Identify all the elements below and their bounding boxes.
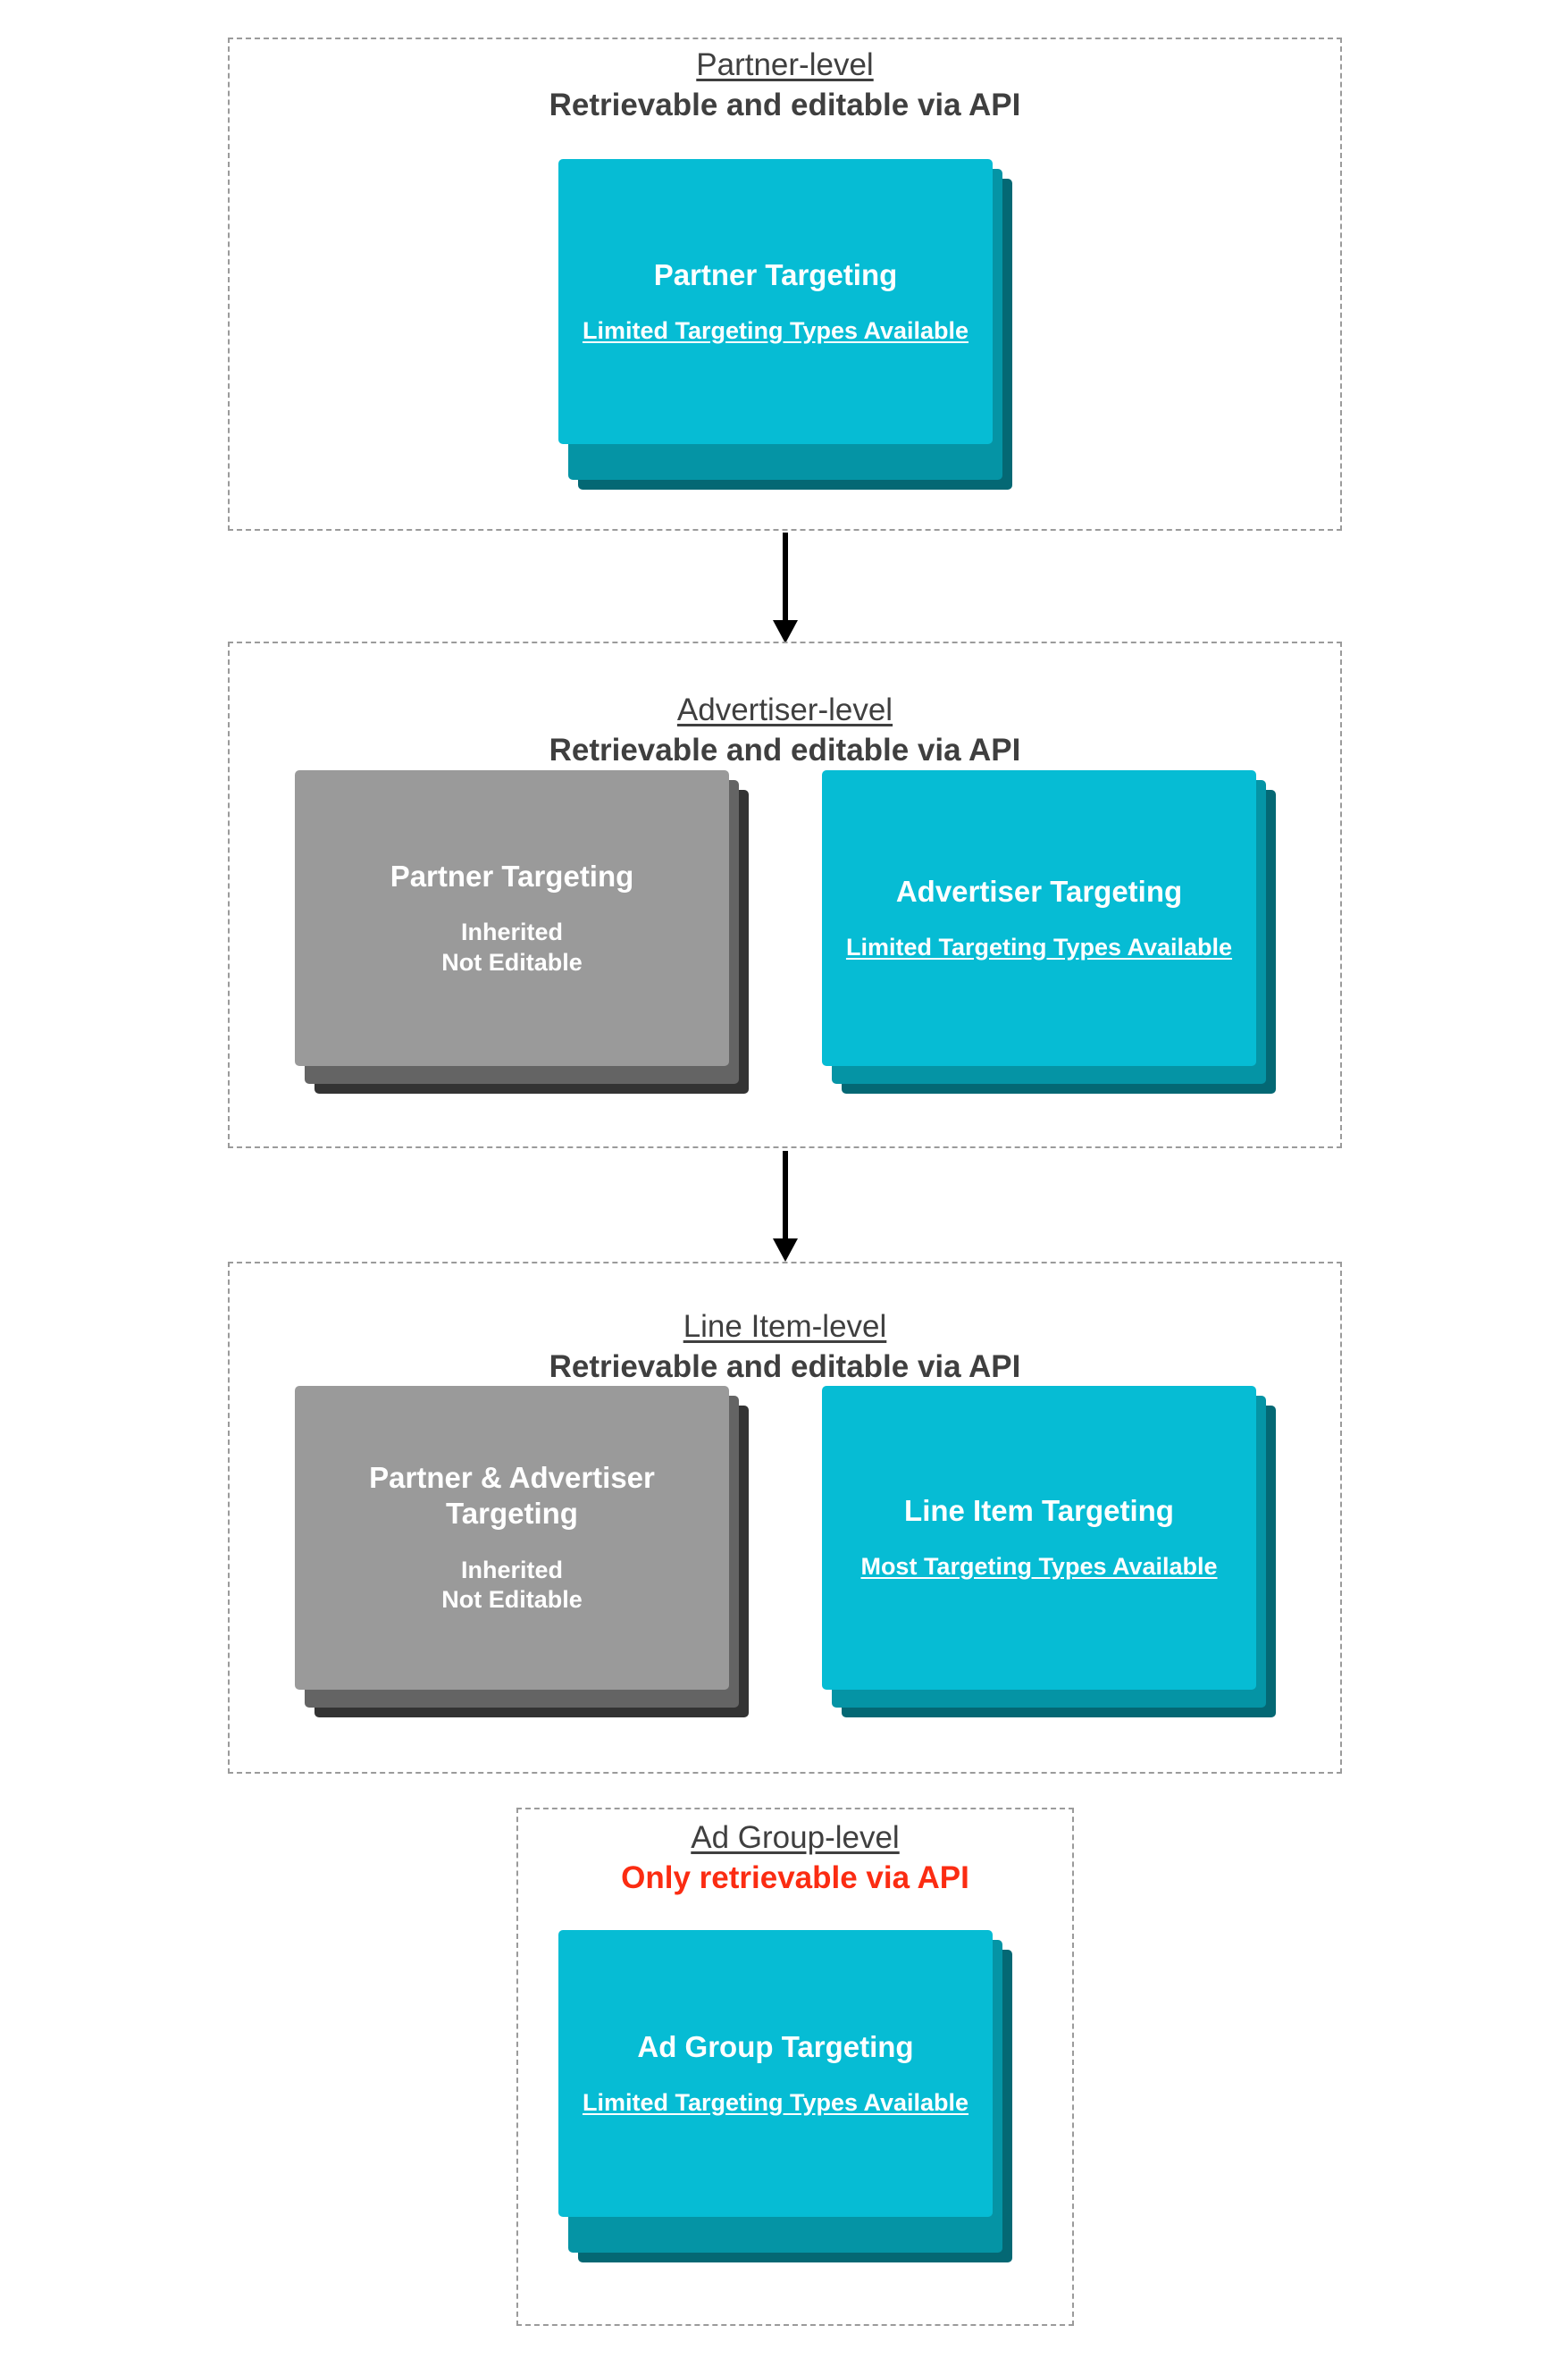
card-title: Line Item Targeting bbox=[904, 1494, 1174, 1527]
card-stack-advertiser-targeting[interactable]: Advertiser Targeting Limited Targeting T… bbox=[822, 770, 1295, 1128]
card-advertiser-targeting[interactable]: Advertiser Targeting Limited Targeting T… bbox=[822, 770, 1256, 1066]
card-stack-partner-targeting[interactable]: Partner Targeting Limited Targeting Type… bbox=[558, 159, 1012, 490]
card-note: Inherited Not Editable bbox=[441, 918, 583, 976]
card-stack-ad-group-targeting[interactable]: Ad Group Targeting Limited Targeting Typ… bbox=[558, 1930, 1012, 2262]
arrow-head-icon bbox=[773, 620, 798, 643]
card-note: Most Targeting Types Available bbox=[860, 1553, 1218, 1581]
card-title: Ad Group Targeting bbox=[637, 2029, 914, 2063]
card-title: Advertiser Targeting bbox=[895, 874, 1183, 908]
connector-advertiser-to-line-item bbox=[767, 1151, 803, 1262]
level-container-line-item bbox=[228, 1262, 1342, 1774]
level-container-advertiser bbox=[228, 642, 1342, 1148]
card-note: Inherited Not Editable bbox=[441, 1556, 583, 1614]
arrow-head-icon bbox=[773, 1238, 798, 1262]
card-note: Limited Targeting Types Available bbox=[845, 933, 1233, 961]
connector-partner-to-advertiser bbox=[767, 533, 803, 643]
card-title: Partner Targeting bbox=[653, 257, 898, 291]
card-inherited-partner-targeting[interactable]: Partner Targeting Inherited Not Editable bbox=[295, 770, 729, 1066]
level-container-ad-group bbox=[516, 1808, 1074, 2326]
card-stack-line-item-targeting[interactable]: Line Item Targeting Most Targeting Types… bbox=[822, 1386, 1295, 1752]
card-inherited-partner-advertiser-targeting[interactable]: Partner & Advertiser Targeting Inherited… bbox=[295, 1386, 729, 1690]
card-title: Partner & Advertiser Targeting bbox=[369, 1461, 655, 1531]
arrow-shaft bbox=[783, 1151, 788, 1240]
card-partner-targeting[interactable]: Partner Targeting Limited Targeting Type… bbox=[558, 159, 993, 444]
card-note: Limited Targeting Types Available bbox=[582, 316, 969, 344]
arrow-shaft bbox=[783, 533, 788, 622]
card-ad-group-targeting[interactable]: Ad Group Targeting Limited Targeting Typ… bbox=[558, 1930, 993, 2217]
card-note: Limited Targeting Types Available bbox=[582, 2088, 969, 2116]
level-container-partner bbox=[228, 38, 1342, 531]
card-line-item-targeting[interactable]: Line Item Targeting Most Targeting Types… bbox=[822, 1386, 1256, 1690]
card-title: Partner Targeting bbox=[390, 859, 634, 893]
card-stack-advertiser-inherited[interactable]: Partner Targeting Inherited Not Editable bbox=[295, 770, 768, 1128]
card-stack-line-item-inherited[interactable]: Partner & Advertiser Targeting Inherited… bbox=[295, 1386, 768, 1752]
